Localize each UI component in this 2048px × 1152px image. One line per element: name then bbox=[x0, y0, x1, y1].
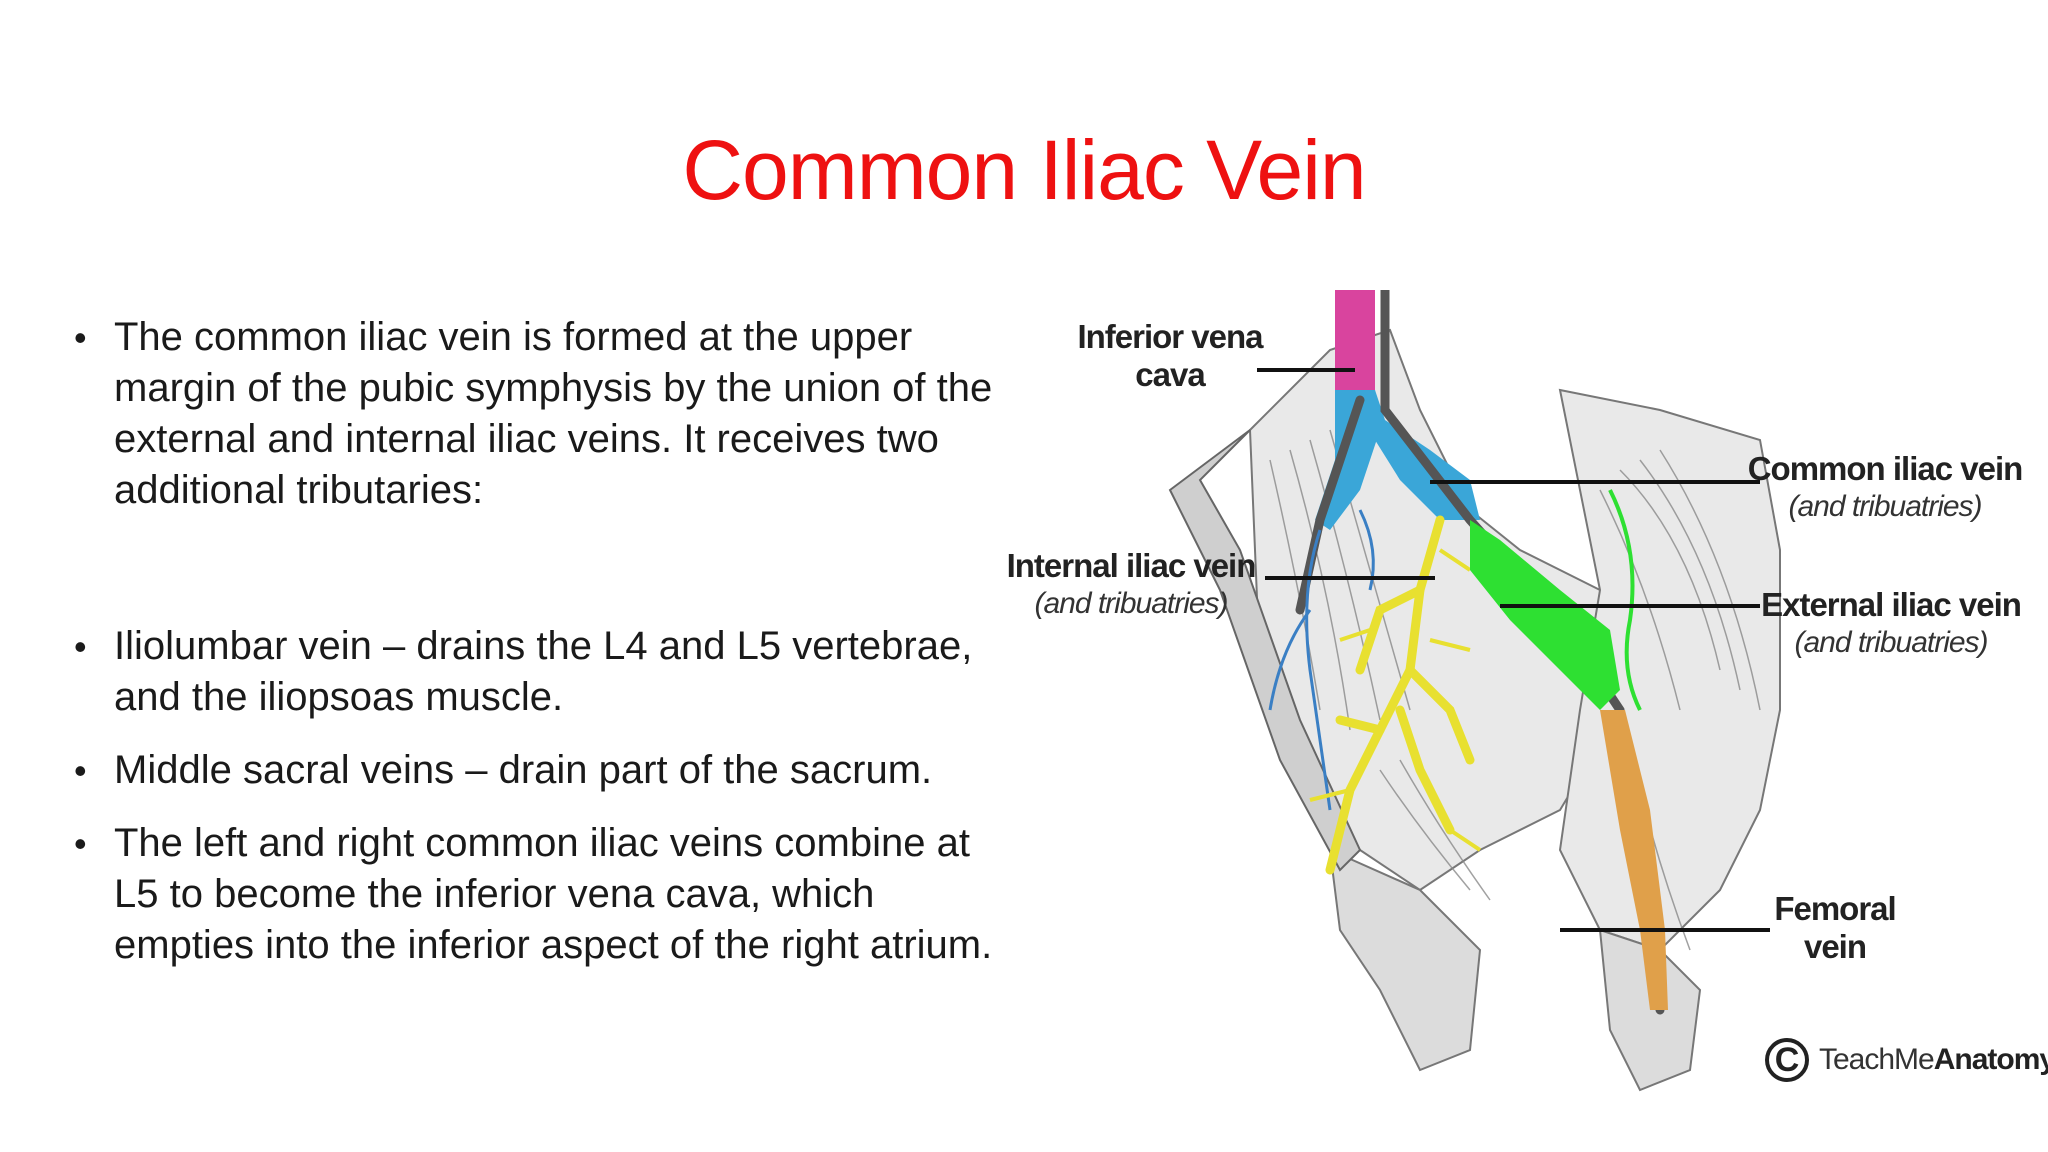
label-text: vein bbox=[1803, 928, 1867, 965]
bullet-item: • Middle sacral veins – drain part of th… bbox=[72, 745, 1012, 796]
bullet-item: • The left and right common iliac veins … bbox=[72, 818, 1012, 971]
bullet-item: • The common iliac vein is formed at the… bbox=[72, 312, 1012, 516]
label-external-iliac-vein: External iliac vein (and tribuatries) bbox=[1752, 586, 2030, 662]
anatomy-figure: Inferior vena cava Common iliac vein (an… bbox=[1000, 290, 2048, 1110]
bullet-text: Iliolumbar vein – drains the L4 and L5 v… bbox=[114, 624, 973, 719]
label-common-iliac-vein: Common iliac vein (and tribuatries) bbox=[1745, 450, 2025, 526]
teachmeanatomy-watermark: C TeachMeAnatomy bbox=[1765, 1030, 2048, 1090]
bullet-dot-icon: • bbox=[74, 626, 87, 667]
label-internal-iliac-vein: Internal iliac vein (and tribuatries) bbox=[1000, 547, 1262, 623]
bullet-list: • The common iliac vein is formed at the… bbox=[72, 312, 1012, 971]
bullet-dot-icon: • bbox=[74, 750, 87, 791]
bullet-text: The common iliac vein is formed at the u… bbox=[114, 315, 993, 512]
label-text: Common iliac vein bbox=[1747, 450, 2024, 487]
label-femoral-vein: Femoral vein bbox=[1760, 890, 1910, 966]
label-subtext: (and tribuatries) bbox=[1034, 587, 1228, 620]
bullet-dot-icon: • bbox=[74, 317, 87, 358]
watermark-text-light: TeachMe bbox=[1819, 1043, 1935, 1076]
pelvic-veins-illustration bbox=[1168, 290, 1781, 1092]
label-text: Internal iliac vein bbox=[1006, 547, 1257, 584]
label-subtext: (and tribuatries) bbox=[1794, 626, 1988, 659]
label-text: External iliac vein bbox=[1761, 586, 2022, 623]
label-inferior-vena-cava: Inferior vena cava bbox=[1060, 318, 1280, 394]
slide-title: Common Iliac Vein bbox=[682, 123, 1366, 217]
watermark-text-bold: Anatomy bbox=[1933, 1043, 2048, 1076]
label-text: cava bbox=[1135, 356, 1205, 393]
label-subtext: (and tribuatries) bbox=[1788, 490, 1982, 523]
label-text: Femoral bbox=[1774, 890, 1896, 927]
label-text: Inferior vena bbox=[1077, 318, 1263, 355]
bullet-item: • Iliolumbar vein – drains the L4 and L5… bbox=[72, 621, 1012, 723]
bullet-text: The left and right common iliac veins co… bbox=[114, 821, 993, 967]
bullet-dot-icon: • bbox=[74, 823, 87, 864]
bullet-text: Middle sacral veins – drain part of the … bbox=[114, 748, 933, 792]
watermark-text: TeachMeAnatomy bbox=[1819, 1043, 2048, 1077]
copyright-icon: C bbox=[1765, 1038, 1809, 1082]
